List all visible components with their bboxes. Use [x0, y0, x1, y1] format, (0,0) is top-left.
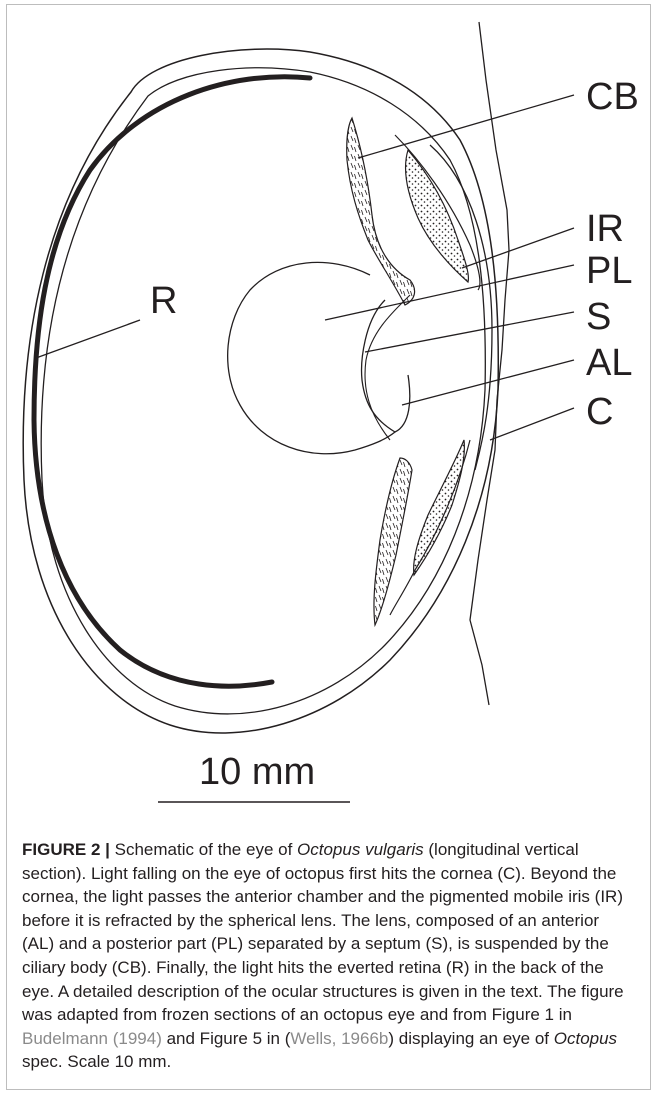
- iris-upper: [406, 150, 469, 282]
- lens-posterior: [228, 262, 395, 453]
- eye-outer-wall: [23, 49, 498, 733]
- leader-cb: [358, 95, 574, 158]
- caption-text-5: spec. Scale 10 mm.: [22, 1052, 171, 1071]
- ciliary-body-upper: [347, 118, 415, 305]
- label-ir: IR: [586, 208, 624, 250]
- leader-pl: [325, 265, 574, 320]
- figure-caption: FIGURE 2 | Schematic of the eye of Octop…: [22, 838, 634, 1074]
- body-outline: [470, 22, 509, 705]
- scale-bar-label: 10 mm: [199, 751, 315, 790]
- leader-ir: [462, 228, 574, 268]
- lens-septum: [365, 295, 410, 440]
- caption-genus: Octopus: [554, 1029, 617, 1048]
- ciliary-body-lower: [374, 458, 412, 625]
- label-r: R: [150, 280, 177, 322]
- label-s: S: [586, 296, 611, 338]
- figure-number: FIGURE 2: [22, 840, 100, 859]
- caption-species: Octopus vulgaris: [297, 840, 424, 859]
- label-al: AL: [586, 342, 632, 384]
- retina: [34, 77, 310, 686]
- label-pl: PL: [586, 250, 632, 292]
- iris-lower: [414, 440, 465, 575]
- reference-link-budelmann[interactable]: Budelmann (1994): [22, 1029, 162, 1048]
- label-cb: CB: [586, 76, 639, 118]
- caption-separator: |: [105, 840, 110, 859]
- leader-s: [365, 312, 574, 352]
- caption-text-4: ) displaying an eye of: [388, 1029, 553, 1048]
- label-c: C: [586, 391, 613, 433]
- caption-text-1: Schematic of the eye of: [115, 840, 297, 859]
- caption-text-3: and Figure 5 in (: [162, 1029, 291, 1048]
- octopus-eye-diagram: CB IR PL S AL C R 10 mm: [0, 0, 657, 790]
- caption-text-2: (longitudinal vertical section). Light f…: [22, 840, 624, 1024]
- leader-r: [36, 320, 140, 358]
- scale-bar: [0, 792, 657, 812]
- reference-link-wells[interactable]: Wells, 1966b: [290, 1029, 388, 1048]
- leader-c: [490, 408, 574, 440]
